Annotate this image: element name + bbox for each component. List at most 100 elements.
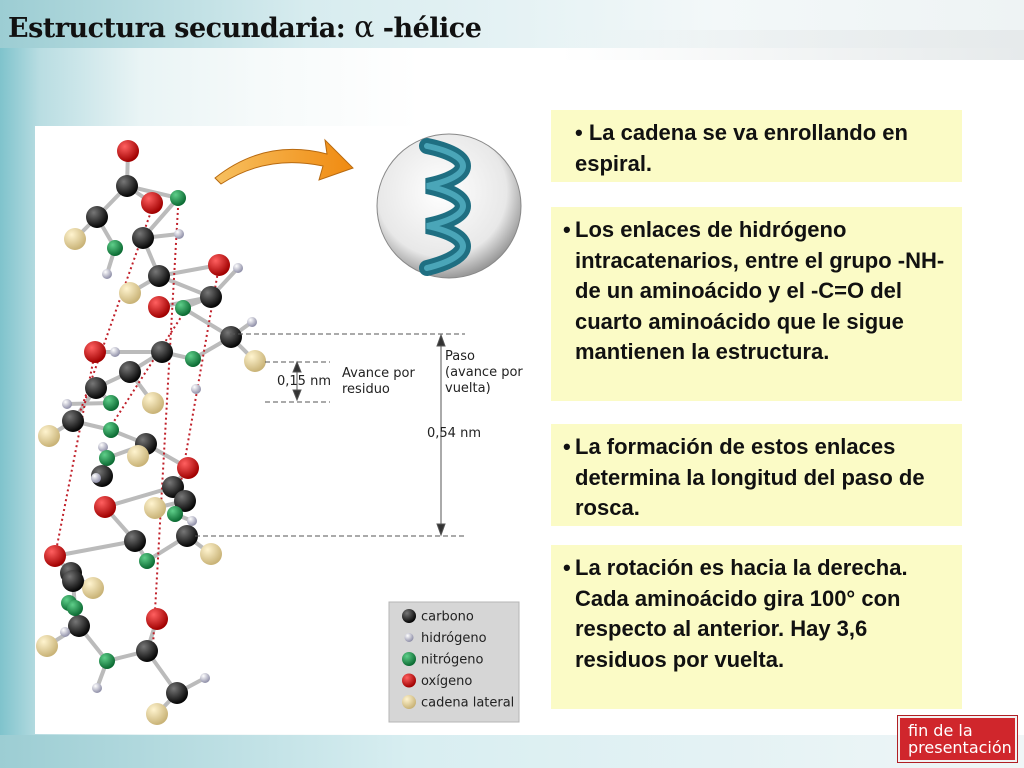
atom-C [174,490,196,512]
dimension-lines [195,333,465,537]
pitch-label-3: vuelta) [445,381,491,396]
hydrogen-bond [152,207,179,647]
atom-C [220,326,242,348]
atom-H [60,627,70,637]
hydrogen-bond [110,313,184,427]
bullet-text-1: • La cadena se va enrollando en espiral. [575,120,908,176]
atom-C [124,530,146,552]
helix-ribbon-icon [376,133,522,279]
legend-label: cadena lateral [421,696,514,711]
atom-H [233,263,243,273]
atom-H [98,442,108,452]
atom-S [38,425,60,447]
pitch-value: 0,54 nm [427,426,481,441]
atom-C [116,175,138,197]
legend-swatch [402,673,416,688]
title-suffix: -hélice [382,13,482,44]
bullet-marker-3: • [563,434,571,459]
bullet-marker-2: • [563,217,571,242]
bullet-box-2: • Los enlaces de hidrógeno intracatenari… [551,207,962,401]
bond [104,485,174,509]
legend-swatch [402,695,416,709]
atom-C [86,206,108,228]
legend-label: oxígeno [421,674,472,689]
atom-O [141,192,163,214]
atom-C [166,682,188,704]
title-band-shadow [560,30,1024,60]
helix-diagram-svg: 0,15 nm Avance por residuo Paso (avance … [36,133,523,725]
atom-O [146,608,168,630]
atom-C [68,615,90,637]
bullet-box-3: • La formación de estos enlaces determin… [551,424,962,526]
hydrogen-bond [74,205,154,427]
atom-N [99,653,115,669]
atom-H [174,229,184,239]
atom-legend: carbono hidrógeno nitrógeno oxígeno cadena l… [388,601,520,723]
atom-H [187,516,197,526]
legend-label: hidrógeno [421,631,487,646]
atom-S [146,703,168,725]
bullet-text-3: La formación de estos enlaces determina … [575,434,925,520]
end-presentation-button[interactable]: fin de la presentación [898,716,1017,762]
atom-H [91,473,101,483]
atom-H [62,399,72,409]
title-text: Estructura secundaria: [8,13,346,44]
legend-swatch [402,609,416,623]
atom-S [144,497,166,519]
end-button-line2: presentación [908,738,1012,757]
atom-N [139,553,155,569]
atom-C [136,640,158,662]
atom-C [62,570,84,592]
atom-N [107,240,123,256]
legend-swatch [402,652,416,666]
atom-N [103,395,119,411]
legend-swatch [404,633,414,642]
arrow-icon [214,138,354,185]
molecule-atoms [36,140,266,725]
atom-S [36,635,58,657]
atom-O [148,296,170,318]
atom-C [200,286,222,308]
atom-H [247,317,257,327]
atom-C [85,377,107,399]
atom-H [92,683,102,693]
atom-S [244,350,266,372]
alpha-helix-figure: 0,15 nm Avance por residuo Paso (avance … [35,126,527,734]
atom-S [142,392,164,414]
atom-O [84,341,106,363]
atom-H [102,269,112,279]
advance-label-1: Avance por [342,366,416,381]
atom-S [119,282,141,304]
pitch-label-2: (avance por [445,365,523,380]
title-alpha-symbol: α [354,10,374,45]
atom-O [177,457,199,479]
bullet-marker-4: • [563,555,571,580]
atom-H [200,673,210,683]
slide-title: Estructura secundaria: α -hélice [8,10,482,50]
atom-N [67,600,83,616]
legend-label: nitrógeno [421,653,483,668]
bottom-band [0,735,1024,768]
atom-N [175,300,191,316]
bond [54,539,136,558]
atom-N [167,506,183,522]
atom-N [185,351,201,367]
atom-C [119,361,141,383]
advance-label-2: residuo [342,382,390,397]
end-button-line1: fin de la [908,721,973,740]
atom-S [64,228,86,250]
advance-value: 0,15 nm [277,374,331,389]
atom-O [94,496,116,518]
bullet-text-2: Los enlaces de hidrógeno intracatenarios… [575,217,945,364]
bullet-box-1: • La cadena se va enrollando en espiral. [551,110,962,182]
legend-label: carbono [421,610,474,625]
atom-C [151,341,173,363]
atom-N [170,190,186,206]
atom-S [82,577,104,599]
atom-N [99,450,115,466]
bullet-text-4: La rotación es hacia la derecha. Cada am… [575,555,908,672]
atom-C [62,410,84,432]
atom-S [127,445,149,467]
atom-C [148,265,170,287]
bullet-box-4: • La rotación es hacia la derecha. Cada … [551,545,962,709]
